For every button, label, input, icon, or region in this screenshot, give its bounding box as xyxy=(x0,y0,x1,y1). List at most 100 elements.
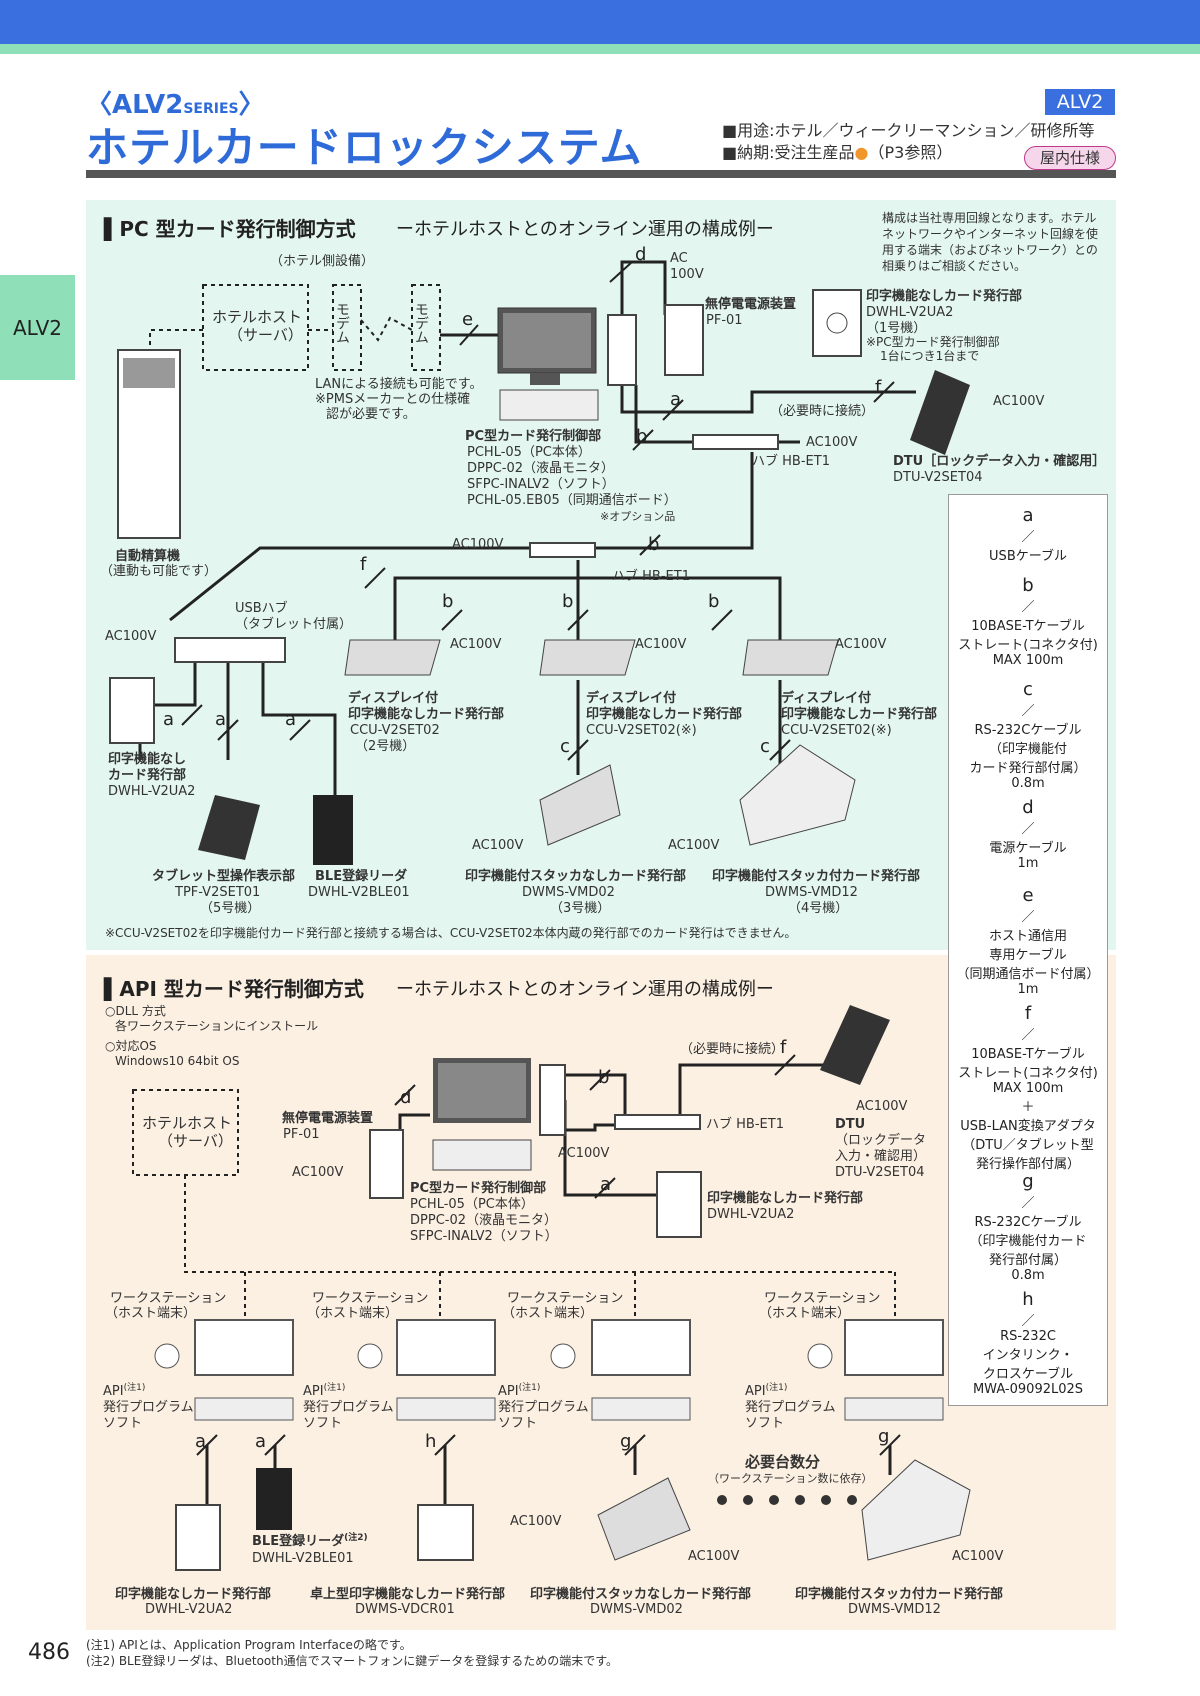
card-issuer-usb-icon xyxy=(109,677,155,744)
needed-label: 必要台数分 xyxy=(744,1453,820,1471)
api-dtu-ac: AC100V xyxy=(856,1099,908,1114)
dll-line-2: 各ワークステーションにインストール xyxy=(115,1018,318,1033)
legend-text: （DTU／タブレット型 xyxy=(962,1138,1094,1153)
api-letter-h: h xyxy=(425,1431,436,1452)
api-pc-tower-icon xyxy=(539,1064,566,1136)
bottom-label-1: 卓上型印字機能なしカード発行部 xyxy=(310,1586,505,1602)
legend-text: RS-232C xyxy=(1000,1329,1056,1344)
ble-reader-icon xyxy=(313,795,353,865)
api-hotel-host-label: ホテルホスト xyxy=(142,1114,232,1132)
pc-ctrl-item-1: DPPC-02（液晶モニタ） xyxy=(467,461,614,476)
legend-slash-icon: ／ xyxy=(1021,1028,1035,1043)
lan-note-1: LANによる接続も可能です。 xyxy=(315,376,482,392)
api-soft-4-b: 発行プログラム xyxy=(745,1400,836,1415)
ccu3-ac: AC100V xyxy=(635,637,687,652)
delivery-dot: ● xyxy=(854,143,869,162)
legend-letter: a xyxy=(1022,505,1034,526)
api-soft-2-sup: (注1) xyxy=(324,1381,346,1393)
legend-slash-icon: ／ xyxy=(1021,1314,1035,1329)
when-needed-label: （必要時に接続） xyxy=(770,403,874,419)
stacker-label: 印字機能付スタッカ付カード発行部 xyxy=(712,868,920,884)
delivery-text: ■納期:受注生産品●（P3参照） xyxy=(722,142,1095,164)
legend-item-f: f／10BASE-Tケーブルストレート(コネクタ付)MAX 100m＋USB-L… xyxy=(949,1003,1107,1172)
legend-slash-icon: ／ xyxy=(1021,530,1035,545)
cd-icon xyxy=(357,1343,383,1369)
delivery-prefix: ■納期:受注生産品 xyxy=(722,143,855,162)
lan-note-3: 認が必要です。 xyxy=(326,406,416,422)
api-ble-sup: (注2) xyxy=(344,1531,368,1543)
series-small: SERIES xyxy=(183,101,239,117)
auto-pay-sub: （連動も可能です） xyxy=(100,564,217,579)
legend-text: MAX 100m xyxy=(992,1081,1064,1096)
api-letter-b: b xyxy=(598,1067,609,1088)
ble-model: DWHL-V2BLE01 xyxy=(308,885,410,900)
os-line-1: ○対応OS xyxy=(105,1039,157,1053)
legend-text: USBケーブル xyxy=(989,549,1067,564)
footnote-1: (注1) APIとは、Application Program Interface… xyxy=(86,1638,412,1652)
workstation-2-keyboard xyxy=(396,1397,496,1421)
legend-text: 10BASE-Tケーブル xyxy=(971,619,1085,634)
api-pc-ctrl-label: PC型カード発行制御部 xyxy=(410,1180,546,1196)
server-label: （サーバ） xyxy=(228,326,303,344)
api-letter-a: a xyxy=(600,1174,611,1195)
api-soft-3-b: 発行プログラム xyxy=(498,1400,589,1415)
dtu-desc: ［ロックデータ入力・確認用］ xyxy=(923,453,1105,469)
workstation-4-keyboard xyxy=(844,1397,944,1421)
legend-text: RS-232Cケーブル xyxy=(974,723,1082,738)
api-dtu-desc-1: （ロックデータ xyxy=(835,1132,926,1148)
ccu2-label-1: ディスプレイ付 xyxy=(348,690,438,706)
pc-section-title: ▌PC 型カード発行制御方式 xyxy=(104,217,356,241)
hotel-side-label: （ホテル側設備） xyxy=(270,253,374,269)
usb-hub-sub: （タブレット付属） xyxy=(235,616,352,632)
issuer-1-note-1: ※PC型カード発行制御部 xyxy=(866,334,1000,349)
ccu3-label-1: ディスプレイ付 xyxy=(586,690,676,706)
api-soft-1-c: ソフト xyxy=(103,1416,142,1431)
usb-hub-label: USBハブ xyxy=(235,600,288,616)
api-dtu-model: DTU-V2SET04 xyxy=(835,1165,925,1180)
api-soft-4-c: ソフト xyxy=(745,1416,784,1431)
hotel-host-label: ホテルホスト xyxy=(212,308,302,326)
bottom-label-0: 印字機能なしカード発行部 xyxy=(115,1586,271,1602)
legend-letter: f xyxy=(1024,1003,1032,1024)
cable-letter-f: f xyxy=(360,554,367,575)
footnote-2: (注2) BLE登録リーダは、Bluetooth通信でスマートフォンに鍵データを… xyxy=(86,1654,619,1668)
api-soft-2-b: 発行プログラム xyxy=(303,1400,394,1415)
delivery-suffix: （P3参照） xyxy=(868,143,953,162)
api-slash-marks xyxy=(196,1054,901,1456)
hub2-model: HB-ET1 xyxy=(642,569,690,584)
monitor-stand xyxy=(530,373,560,385)
legend-text: USB-LAN変換アダプタ xyxy=(960,1119,1096,1134)
api-soft-1: API(注1) xyxy=(103,1381,145,1399)
api-stacker-icon xyxy=(861,1459,971,1561)
workstation-3-keyboard xyxy=(591,1397,691,1421)
issuer-1-unit: （1号機） xyxy=(866,321,926,336)
legend-letter: h xyxy=(1022,1289,1034,1310)
keyboard-icon xyxy=(499,389,599,421)
ccu3-model: CCU-V2SET02(※) xyxy=(586,723,697,738)
cable-letter-d: d xyxy=(635,244,646,265)
cable-letter-c: c xyxy=(560,736,570,757)
api-dtu-desc-2: 入力・確認用） xyxy=(835,1148,926,1164)
api-ups-icon xyxy=(369,1129,404,1199)
cable-letter-a: a xyxy=(670,389,681,410)
ccu-display-2-icon xyxy=(344,639,441,676)
ccu-display-4-icon xyxy=(742,639,839,676)
ccu2-unit: （2号機） xyxy=(355,739,415,754)
dtu-ac-label: AC100V xyxy=(993,394,1045,409)
hub2-label: ハブ HB-ET1 xyxy=(612,568,690,584)
pc-section-panel xyxy=(86,200,1116,950)
hub2-ac-label: AC100V xyxy=(452,537,504,552)
legend-letter: d xyxy=(1022,797,1034,818)
cable-letter-e: e xyxy=(462,309,473,330)
legend-text: 電源ケーブル xyxy=(989,841,1067,856)
ups-label: 無停電電源装置 xyxy=(705,296,796,312)
dtu-model: DTU-V2SET04 xyxy=(893,470,983,485)
cable-legend: a／USBケーブル b／10BASE-Tケーブルストレート(コネクタ付)MAX … xyxy=(948,494,1108,1406)
legend-letter: e xyxy=(1022,885,1034,906)
api-hub-ac: AC100V xyxy=(558,1146,610,1161)
legend-text: ホスト通信用 xyxy=(988,929,1067,944)
api-issuer-usb-icon xyxy=(175,1504,221,1571)
cable-letter-f: f xyxy=(875,377,882,398)
api-monitor-screen xyxy=(438,1063,526,1118)
issuer-1-model: DWHL-V2UA2 xyxy=(866,305,953,320)
